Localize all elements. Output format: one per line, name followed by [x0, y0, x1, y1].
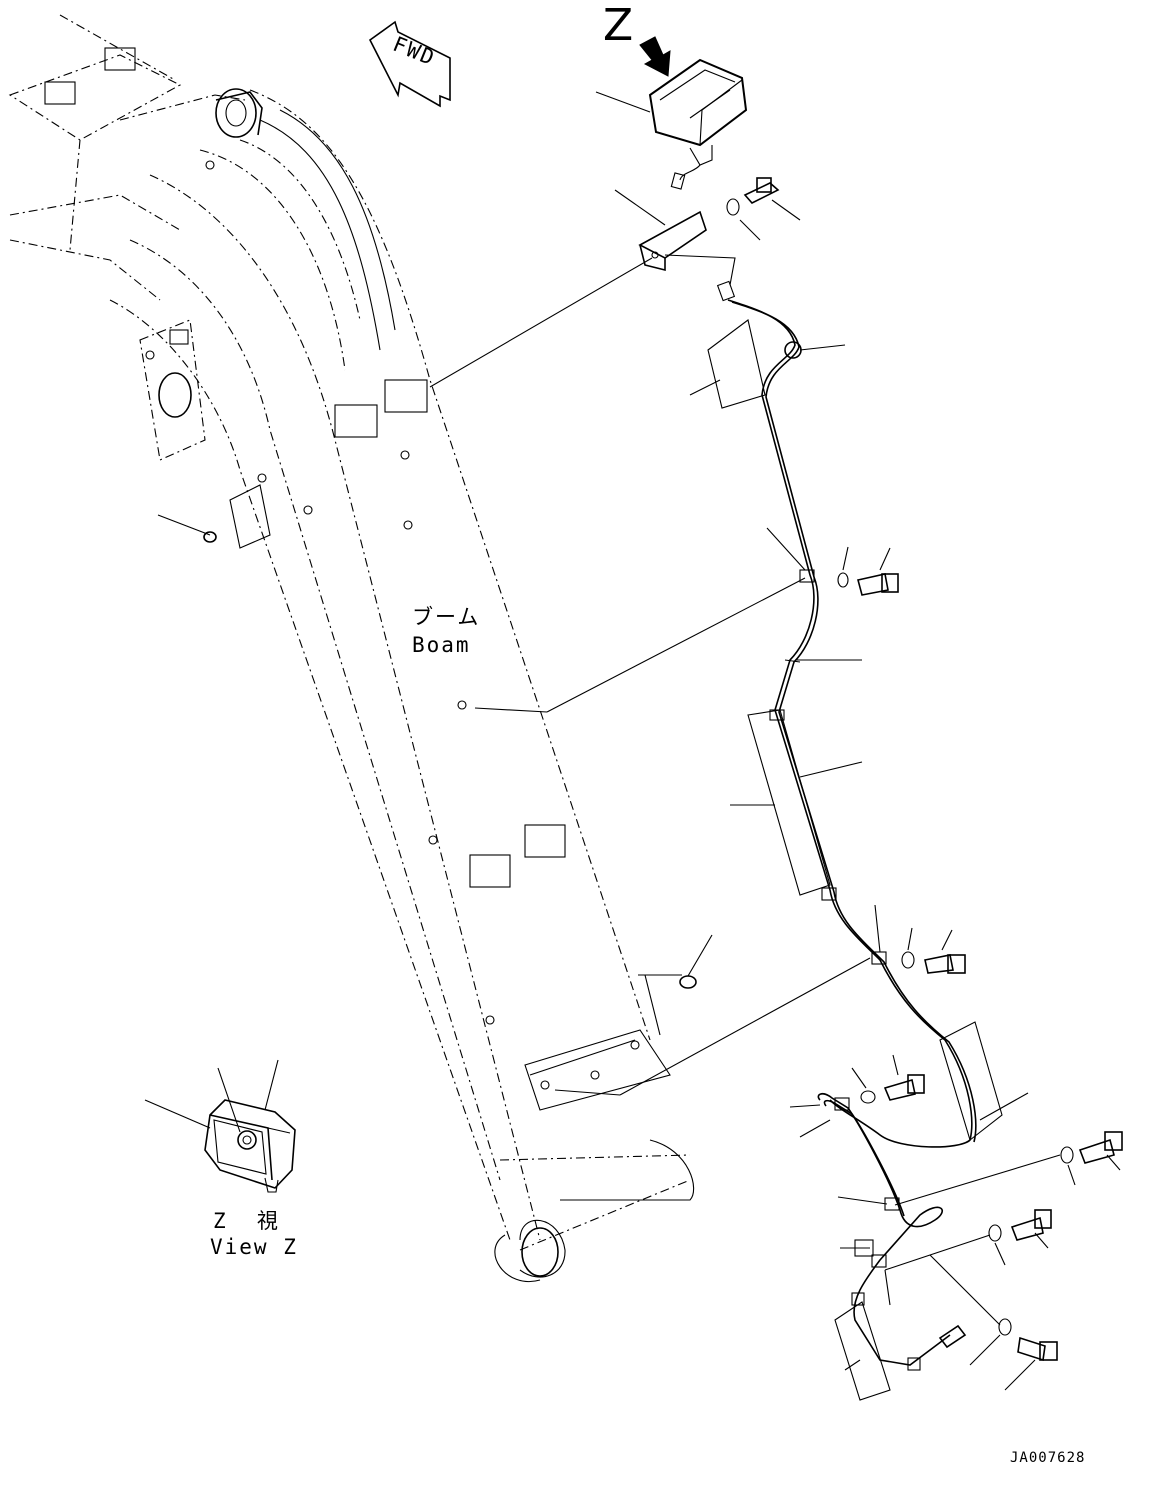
direction-label: FWD: [389, 32, 439, 71]
drawing-code: JA007628: [1010, 1450, 1085, 1466]
view-label-jp: Z 視: [213, 1209, 280, 1233]
clip-lower: [638, 934, 713, 1036]
view-letter: Z: [603, 0, 633, 51]
lamp-bracket: [429, 189, 707, 388]
fwd-arrow-icon: [368, 20, 451, 108]
lower-harness: [789, 1093, 1061, 1401]
bolt-washer-set-2: [837, 546, 899, 596]
view-z-lamp: [144, 1059, 296, 1193]
bolt-washer-set-1: [726, 177, 801, 241]
bolt-washer-set-6: [988, 1209, 1052, 1266]
view-label-en: View Z: [210, 1235, 298, 1259]
boom-label-jp: ブーム: [412, 605, 480, 629]
bolt-washer-set-7: [969, 1318, 1058, 1391]
filled-arrow-icon: [639, 36, 671, 77]
wire-harness: [474, 254, 1029, 1148]
bolt-washer-set-3: [901, 927, 966, 974]
boom-label-en: Boam: [412, 633, 471, 657]
boom-outline: [8, 14, 695, 1283]
work-lamp: [595, 58, 748, 190]
clip-left: [157, 484, 271, 549]
bolt-washer-set-4: [851, 1054, 925, 1104]
bolt-washer-set-5: [1060, 1131, 1123, 1186]
